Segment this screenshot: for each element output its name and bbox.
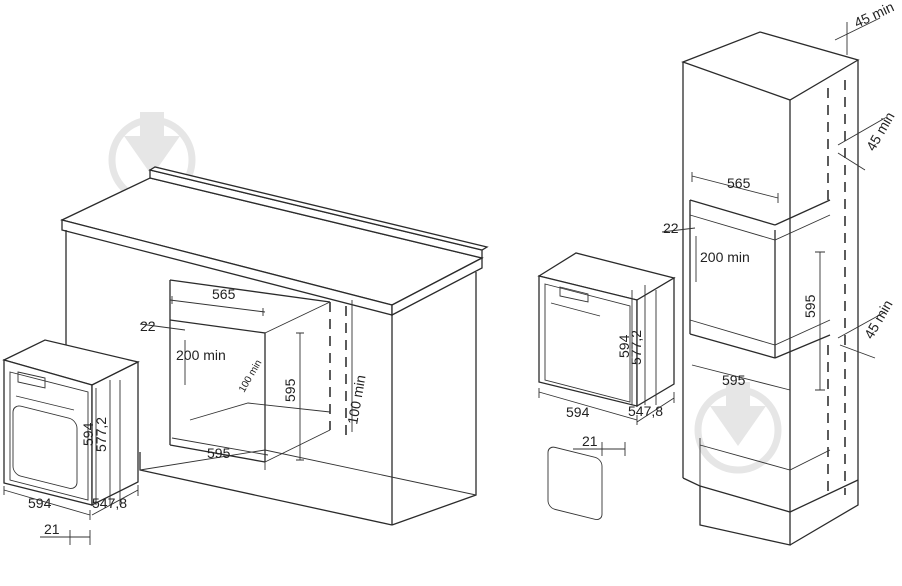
- dim-vent-45-middle: 45 min: [863, 109, 898, 153]
- dim-niche-width-top: 565: [212, 286, 236, 302]
- oven-left-dimensions: 594 577,2 594 547,8 21: [3, 380, 139, 545]
- oven-right-dimensions: 594 577,2 594 547,8 21: [538, 285, 675, 456]
- dim-oven-height-right: 594: [616, 334, 632, 358]
- oven-right: [537, 252, 676, 521]
- dim-front-thickness-left: 21: [44, 521, 60, 537]
- dim-oven-inner-height-left: 577,2: [93, 417, 109, 452]
- dim-niche-width-top-right: 565: [727, 175, 751, 191]
- dim-oven-height-left: 594: [80, 422, 96, 446]
- dim-oven-depth-right: 547,8: [628, 403, 663, 419]
- dim-niche-width-bottom: 595: [207, 445, 231, 461]
- dim-gap-22: 22: [140, 318, 156, 334]
- watermark-logo-right: [694, 382, 782, 474]
- dim-oven-width-right: 594: [566, 404, 590, 420]
- tall-column-cabinet: [681, 31, 860, 546]
- dim-min-100-small: 100 min: [237, 358, 264, 394]
- dim-oven-width-left: 594: [28, 495, 52, 511]
- dim-front-thickness-right: 21: [582, 433, 598, 449]
- dim-min-100: 100 min: [344, 374, 368, 426]
- dim-niche-height-right: 595: [802, 294, 818, 318]
- oven-left: [2, 339, 140, 507]
- dim-gap-22-right: 22: [663, 220, 679, 236]
- dim-vent-45-top: 45 min: [852, 0, 897, 31]
- dim-niche-height: 595: [282, 378, 298, 402]
- dim-oven-depth-left: 547,8: [92, 495, 127, 511]
- dim-niche-width-bottom-right: 595: [722, 372, 746, 388]
- under-counter-dimensions: 565 22 200 min 100 min 595 595 100 min: [139, 286, 369, 461]
- dim-min-200-right: 200 min: [700, 249, 750, 265]
- dim-oven-inner-height-right: 577,2: [628, 330, 644, 365]
- dim-min-200: 200 min: [176, 347, 226, 363]
- under-counter-cabinet: [60, 166, 489, 526]
- dim-vent-45-bottom: 45 min: [861, 297, 896, 341]
